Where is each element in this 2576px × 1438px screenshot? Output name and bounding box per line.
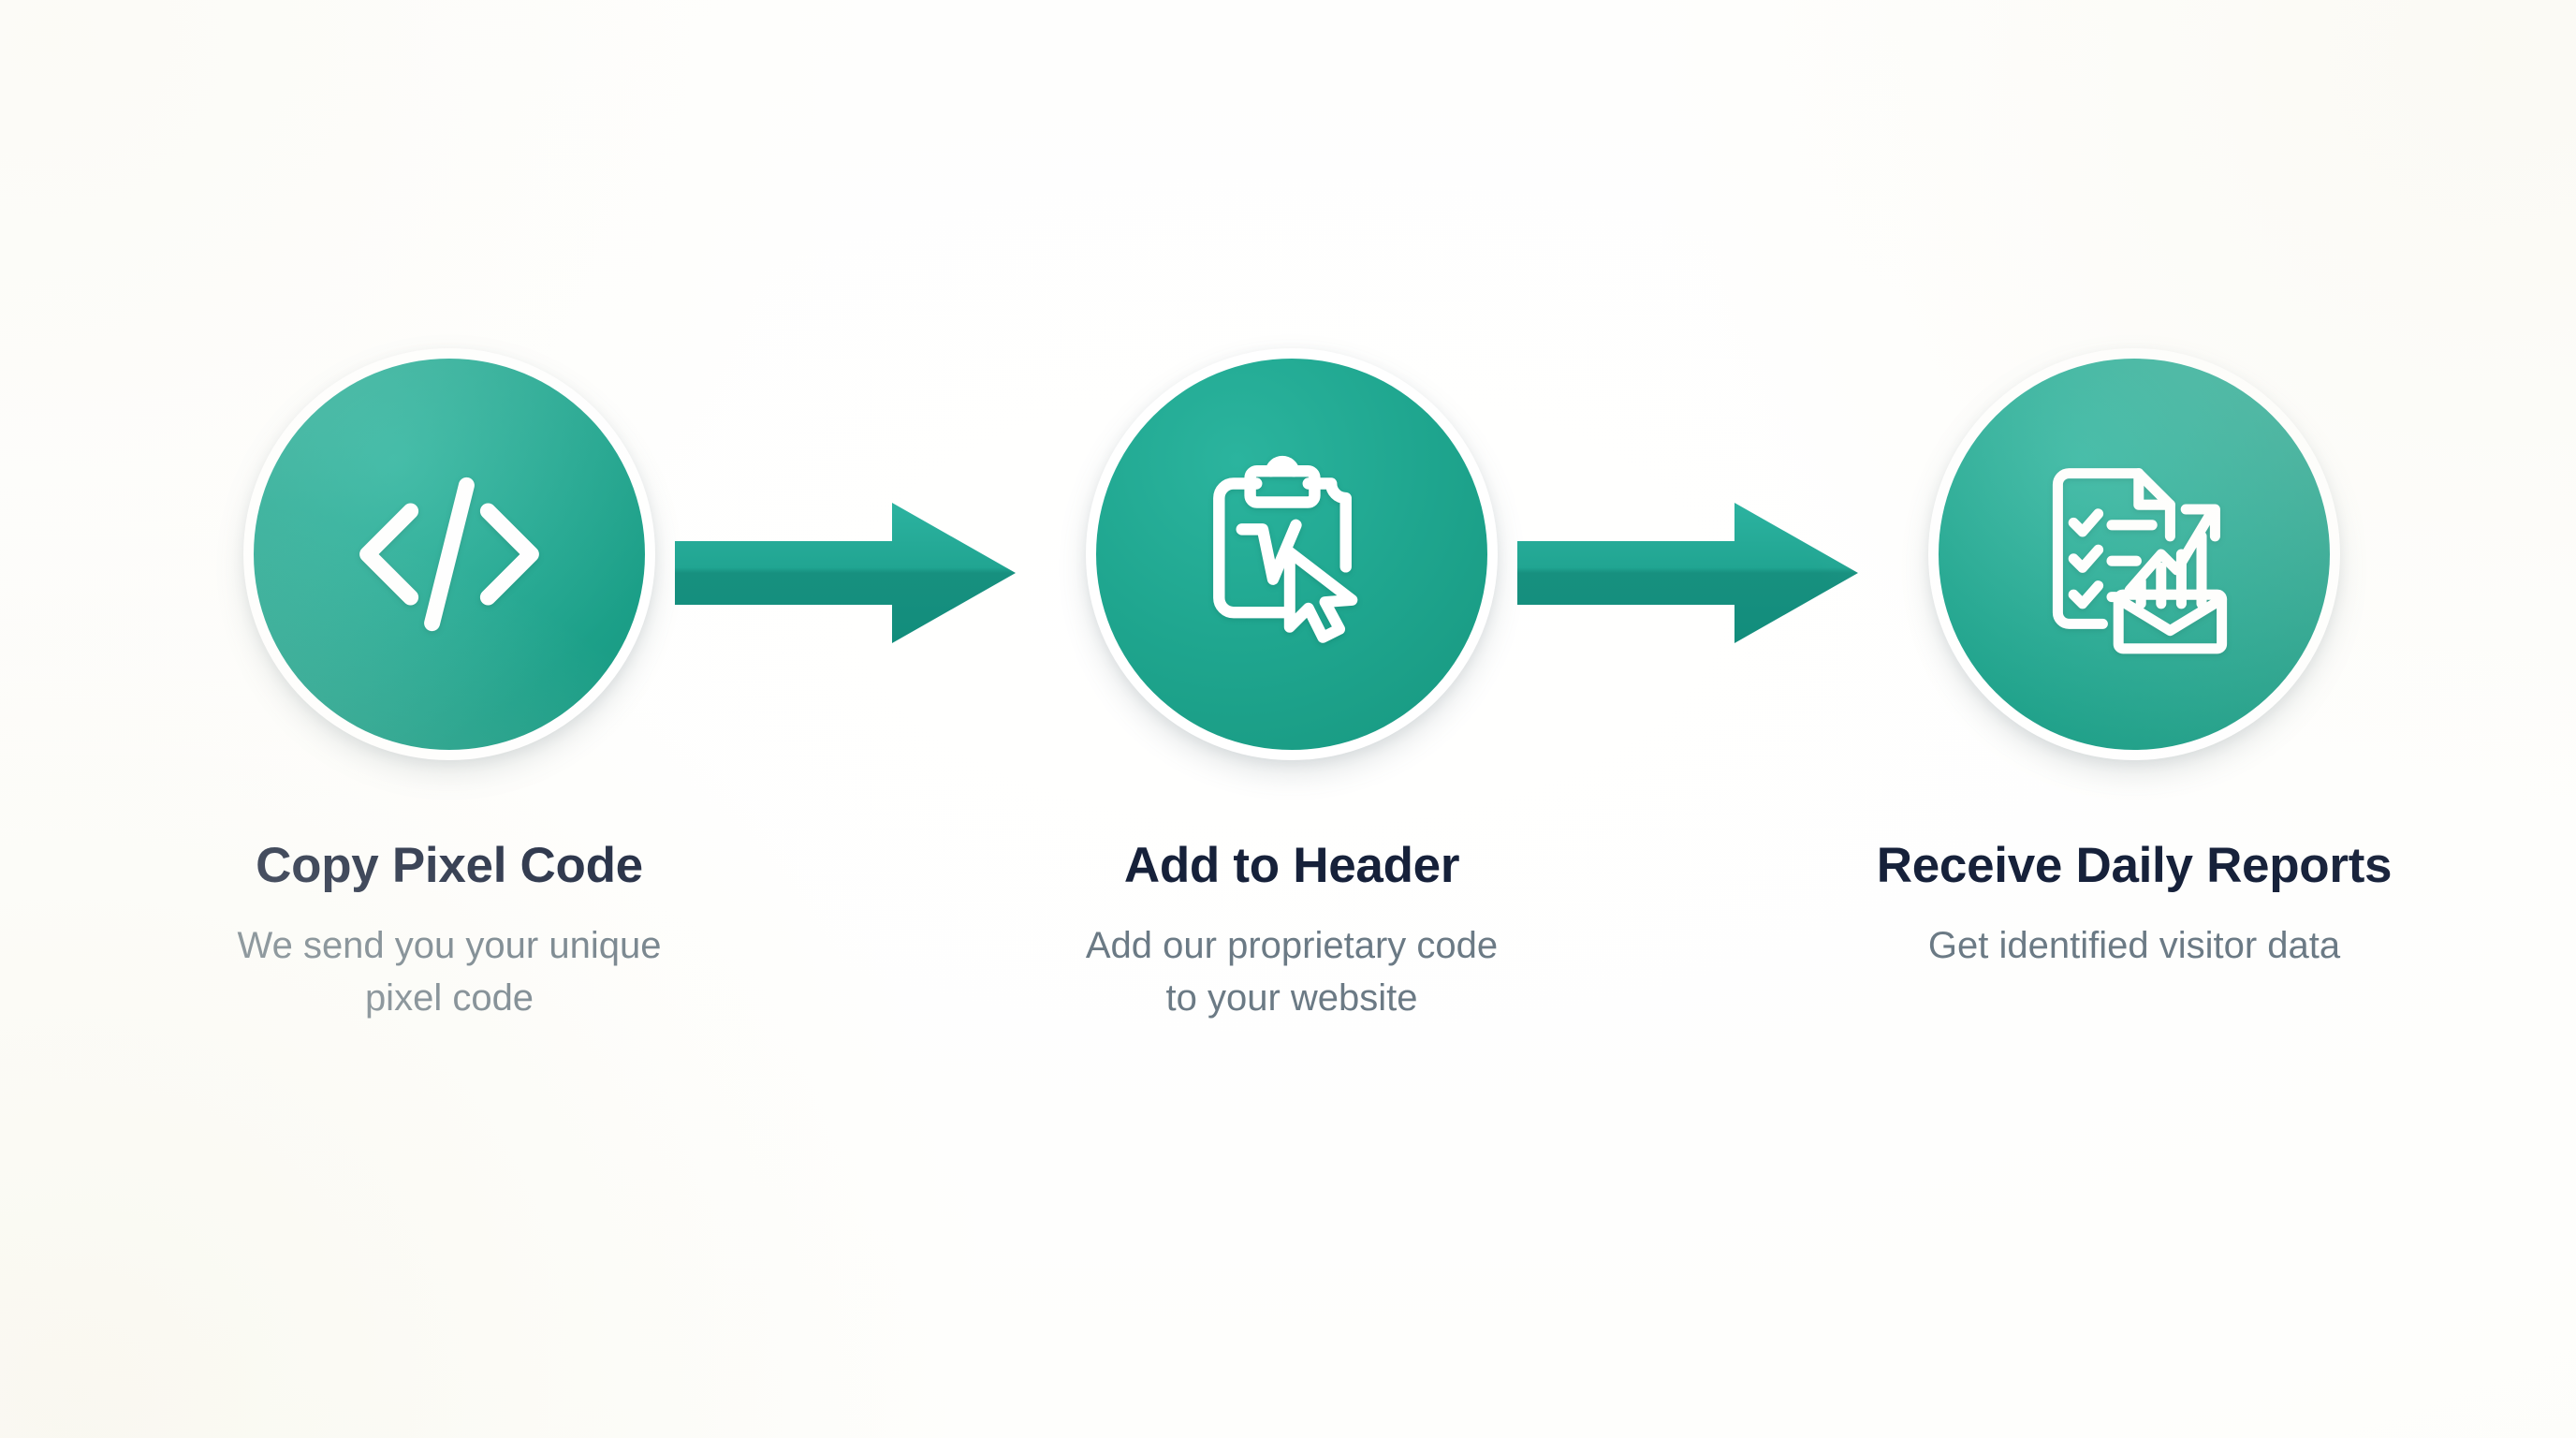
step-3-title: Receive Daily Reports bbox=[1876, 838, 2393, 893]
step-card-1[interactable]: Copy Pixel Code We send you your unique … bbox=[122, 348, 777, 1025]
right-arrow-icon bbox=[1517, 503, 1858, 643]
step-1-description: We send you your unique pixel code bbox=[237, 924, 662, 1020]
step-1-title: Copy Pixel Code bbox=[256, 838, 643, 893]
clipboard-click-icon bbox=[1213, 455, 1358, 643]
badge-disc bbox=[1096, 359, 1487, 750]
step-2-title: Add to Header bbox=[1123, 838, 1460, 893]
right-arrow-icon bbox=[675, 503, 1016, 643]
code-brackets-icon bbox=[359, 477, 539, 632]
step-3-description: Get identified visitor data bbox=[1927, 924, 2341, 966]
step-1-badge[interactable] bbox=[243, 348, 655, 760]
step-2-description: Add our proprietary code to your website bbox=[1085, 924, 1499, 1020]
step-2-badge[interactable] bbox=[1086, 348, 1498, 760]
arrow-step1-to-step2 bbox=[675, 503, 1016, 643]
report-chart-envelope-icon bbox=[2052, 468, 2228, 654]
badge-disc bbox=[1939, 359, 2330, 750]
badge-disc bbox=[254, 359, 645, 750]
arrow-step2-to-step3 bbox=[1517, 503, 1858, 643]
step-3-badge[interactable] bbox=[1928, 348, 2340, 760]
step-card-2[interactable]: Add to Header Add our proprietary code t… bbox=[964, 348, 1619, 1025]
step-card-3[interactable]: Receive Daily Reports Get identified vis… bbox=[1807, 348, 2462, 972]
